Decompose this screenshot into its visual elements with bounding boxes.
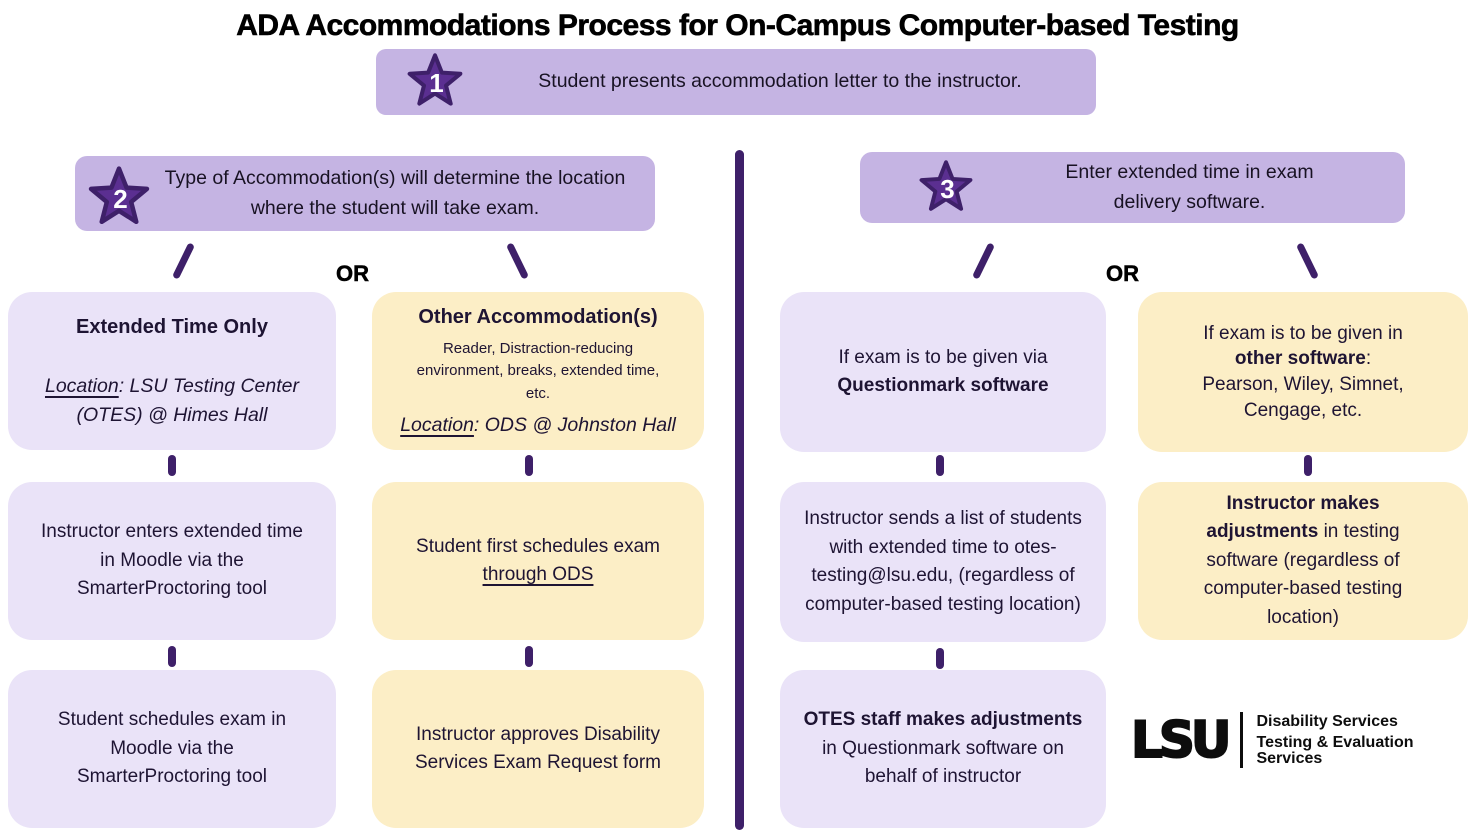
step-1-number: 1 <box>429 68 444 98</box>
branch-left-slash-icon <box>172 242 195 280</box>
other-software-option-box: If exam is to be given in other software… <box>1138 292 1468 452</box>
step-2-number: 2 <box>113 183 128 214</box>
instructor-makes-adjustments-text: Instructor makes adjustments in testing … <box>1203 492 1403 628</box>
branch-right-slash-icon <box>1296 242 1319 280</box>
otes-staff-adjustments-box: OTES staff makes adjustments in Question… <box>780 670 1106 828</box>
instructor-enters-time-text: Instructor enters extended time in Moodl… <box>41 521 303 600</box>
instructor-approves-text: Instructor approves Disability Services … <box>414 723 662 774</box>
logo-line-disability-services: Disability Services <box>1256 712 1398 730</box>
student-schedules-ods-box: Student first schedules exam through ODS <box>372 482 704 640</box>
connector-dash <box>936 455 944 476</box>
otes-staff-adjustments-text: OTES staff makes adjustments in Question… <box>803 709 1083 788</box>
connector-dash <box>168 455 176 476</box>
student-schedules-ods-text: Student first schedules exam through ODS <box>416 535 660 586</box>
instructor-sends-list-text: Instructor sends a list of students with… <box>804 508 1082 615</box>
logo-line-testing-evaluation: Testing & Evaluation Services <box>1256 733 1414 767</box>
logo-text-lines: Disability Services Testing & Evaluation… <box>1256 712 1475 767</box>
instructor-approves-box: Instructor approves Disability Services … <box>372 670 704 828</box>
or-label-right: OR <box>1106 261 1140 287</box>
other-accommodations-subtitle: Reader, Distraction-reducing environment… <box>416 339 660 402</box>
step-3-banner: 3 Enter extended time in exam delivery s… <box>860 152 1405 223</box>
logo-divider-bar <box>1240 712 1244 768</box>
other-accommodations-location: Location: ODS @ Johnston Hall <box>400 414 676 437</box>
extended-time-only-box: Extended Time Only Location: LSU Testing… <box>8 292 336 450</box>
step-1-text: Student presents accommodation letter to… <box>538 70 1022 93</box>
other-accommodations-box: Other Accommodation(s) Reader, Distracti… <box>372 292 704 450</box>
student-schedules-moodle-box: Student schedules exam in Moodle via the… <box>8 670 336 828</box>
step-3-text: Enter extended time in exam delivery sof… <box>1065 161 1314 213</box>
step-2-banner: 2 Type of Accommodation(s) will determin… <box>75 156 655 231</box>
instructor-enters-time-box: Instructor enters extended time in Moodl… <box>8 482 336 640</box>
instructor-sends-list-box: Instructor sends a list of students with… <box>780 482 1106 642</box>
step-3-number: 3 <box>940 173 955 204</box>
extended-time-location: Location: LSU Testing Center (OTES) @ Hi… <box>44 374 300 426</box>
or-label-left: OR <box>336 261 370 287</box>
connector-dash <box>525 455 533 476</box>
instructor-makes-adjustments-box: Instructor makes adjustments in testing … <box>1138 482 1468 640</box>
branch-right-slash-icon <box>506 242 529 280</box>
lsu-logo: LSU Disability Services Testing & Evalua… <box>1130 711 1475 769</box>
connector-dash <box>168 646 176 667</box>
star-2-icon: 2 <box>87 165 151 230</box>
other-accommodations-title: Other Accommodation(s) <box>418 305 658 328</box>
star-1-icon: 1 <box>406 53 464 111</box>
branch-left-slash-icon <box>972 242 995 280</box>
connector-dash <box>1304 455 1312 476</box>
connector-dash <box>936 648 944 669</box>
lsu-wordmark: LSU <box>1130 711 1233 769</box>
step-1-banner: 1 Student presents accommodation letter … <box>376 49 1096 115</box>
extended-time-only-title: Extended Time Only <box>76 315 268 338</box>
section-divider-line <box>735 150 744 830</box>
step-2-text: Type of Accommodation(s) will determine … <box>164 167 626 219</box>
student-schedules-moodle-text: Student schedules exam in Moodle via the… <box>57 709 287 788</box>
star-3-icon: 3 <box>918 159 974 216</box>
other-software-option-text: If exam is to be given in other software… <box>1202 322 1404 421</box>
questionmark-option-text: If exam is to be given via Questionmark … <box>837 346 1049 397</box>
connector-dash <box>525 646 533 667</box>
page-title: ADA Accommodations Process for On-Campus… <box>236 9 1240 43</box>
questionmark-option-box: If exam is to be given via Questionmark … <box>780 292 1106 452</box>
